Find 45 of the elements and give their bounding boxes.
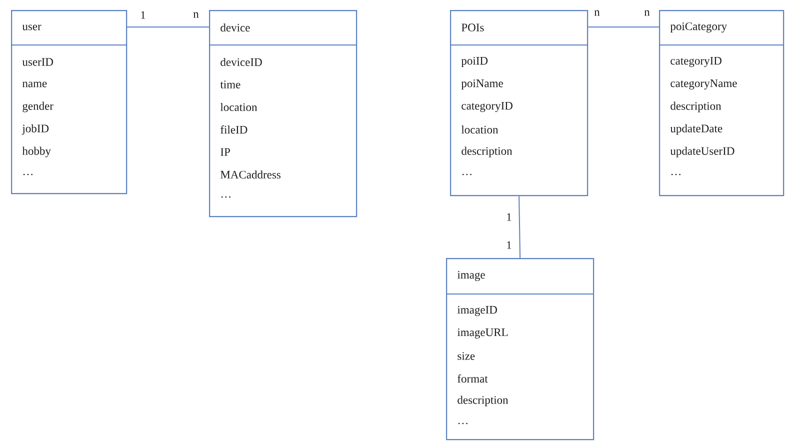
entity-title: poiCategory: [670, 22, 727, 33]
attribute-text: hobby: [22, 146, 51, 158]
attribute-text: deviceID: [220, 58, 262, 66]
multiplicity-label: 1: [141, 11, 146, 19]
attribute-text: userID: [22, 58, 54, 66]
attribute-text: …: [23, 174, 32, 176]
entity-title: POIs: [462, 24, 484, 32]
attribute-text: updateDate: [670, 124, 722, 135]
attribute-text: MACaddress: [220, 170, 280, 179]
attribute-text: imageURL: [457, 328, 508, 339]
attribute-text: categoryID: [670, 57, 722, 67]
entity-title: user: [22, 24, 42, 30]
multiplicity-label: n: [594, 10, 600, 16]
attribute-text: fileID: [220, 125, 248, 134]
attribute-text: categoryID: [462, 102, 512, 112]
attribute-text: poiName: [461, 79, 503, 90]
attribute-text: imageID: [457, 306, 497, 316]
multiplicity-label: n: [644, 10, 650, 16]
entity-title: image: [457, 270, 485, 282]
attribute-text: poiID: [461, 56, 488, 68]
attribute-text: updateUserID: [670, 146, 734, 158]
attribute-text: …: [458, 422, 468, 424]
attribute-text: location: [461, 125, 498, 134]
attribute-text: …: [671, 174, 680, 176]
multiplicity-label: 1: [507, 213, 512, 221]
attribute-text: categoryName: [670, 80, 737, 90]
attribute-text: IP: [220, 148, 230, 156]
attribute-text: gender: [22, 102, 54, 112]
attribute-text: description: [458, 396, 508, 406]
attribute-text: format: [458, 374, 488, 383]
entity-title: device: [220, 23, 250, 32]
connector-line: [126, 26, 210, 28]
multiplicity-label: 1: [507, 241, 512, 249]
attribute-text: time: [220, 80, 240, 88]
connector-line: [588, 26, 660, 28]
attribute-text: …: [462, 174, 472, 176]
connector-line: [518, 196, 521, 258]
attribute-text: size: [458, 352, 475, 360]
attribute-text: name: [22, 82, 47, 88]
attribute-text: jobID: [22, 124, 49, 135]
attribute-text: …: [221, 196, 230, 198]
attribute-text: description: [670, 102, 722, 112]
multiplicity-label: n: [193, 12, 199, 18]
attribute-text: location: [220, 102, 258, 112]
attribute-text: description: [462, 146, 512, 158]
